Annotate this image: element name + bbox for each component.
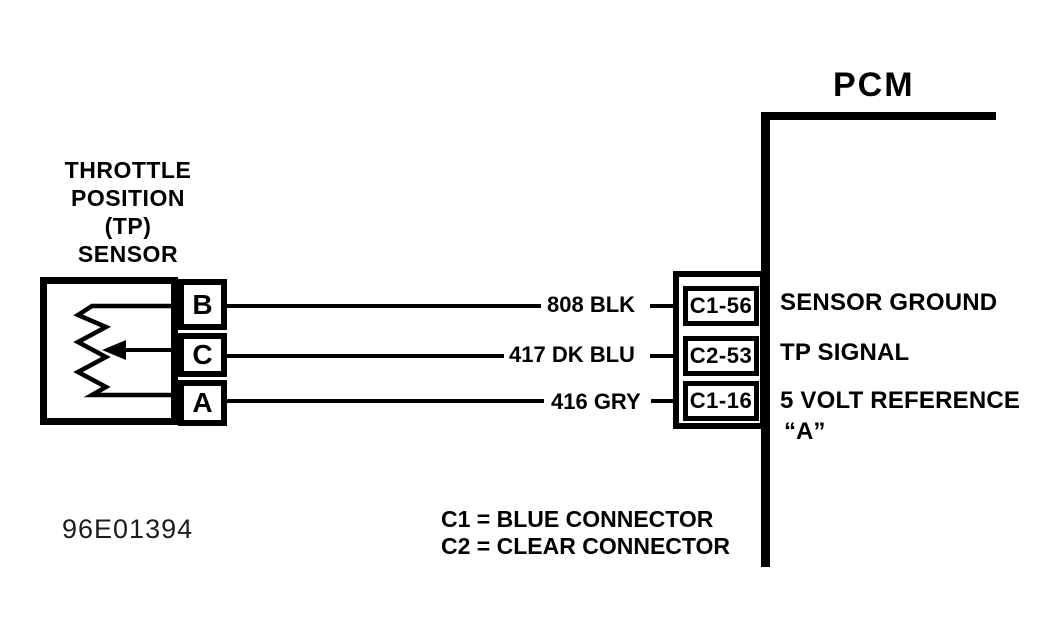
pin-box-c2-53	[683, 336, 759, 376]
wire-label-416-gry: 416 GRY	[551, 389, 641, 414]
pin-label-c1-56: C1-56	[689, 293, 753, 318]
signal-label-sensor-ground: SENSOR GROUND	[780, 289, 998, 316]
resistor-zigzag	[73, 303, 177, 398]
terminal-label-c: C	[192, 339, 213, 370]
pin-label-c1-16: C1-16	[689, 388, 753, 413]
sensor-name-line: THROTTLE	[64, 157, 192, 183]
pcm-title: PCM	[833, 66, 915, 104]
signal-label-a-suffix: “A”	[784, 418, 826, 445]
sensor-name-line: (TP)	[104, 213, 152, 239]
signal-label-tp-signal: TP SIGNAL	[780, 339, 910, 366]
terminal-box-b	[178, 279, 227, 330]
pcm-top-boundary-line	[762, 112, 996, 120]
terminal-label-a: A	[192, 387, 213, 418]
wire-label-417-dk-blu: 417 DK BLU	[509, 342, 635, 367]
wire-label-808-blk: 808 BLK	[547, 292, 636, 317]
pin-label-c2-53: C2-53	[689, 343, 753, 368]
signal-label-5-volt-reference: 5 VOLT REFERENCE “A”	[780, 387, 1020, 446]
connector-legend: C1 = BLUE CONNECTOR C2 = CLEAR CONNECTOR	[441, 506, 730, 560]
terminal-box-a	[178, 380, 227, 426]
sensor-name-label: THROTTLE POSITION (TP) SENSOR	[40, 156, 216, 268]
figure-id: 96E01394	[62, 514, 194, 544]
terminal-box-c	[178, 333, 227, 377]
sensor-name-line: POSITION	[71, 185, 185, 211]
wiper-arrowhead	[102, 340, 126, 360]
pin-box-c1-16	[683, 381, 759, 421]
sensor-name-line: SENSOR	[77, 241, 179, 267]
legend-line-c1: C1 = BLUE CONNECTOR	[441, 506, 714, 532]
terminal-label-b: B	[192, 288, 213, 320]
legend-line-c2: C2 = CLEAR CONNECTOR	[441, 533, 731, 559]
signal-label-5-volt-reference-text: 5 VOLT REFERENCE	[780, 387, 1021, 414]
pin-box-c1-56	[683, 286, 759, 326]
